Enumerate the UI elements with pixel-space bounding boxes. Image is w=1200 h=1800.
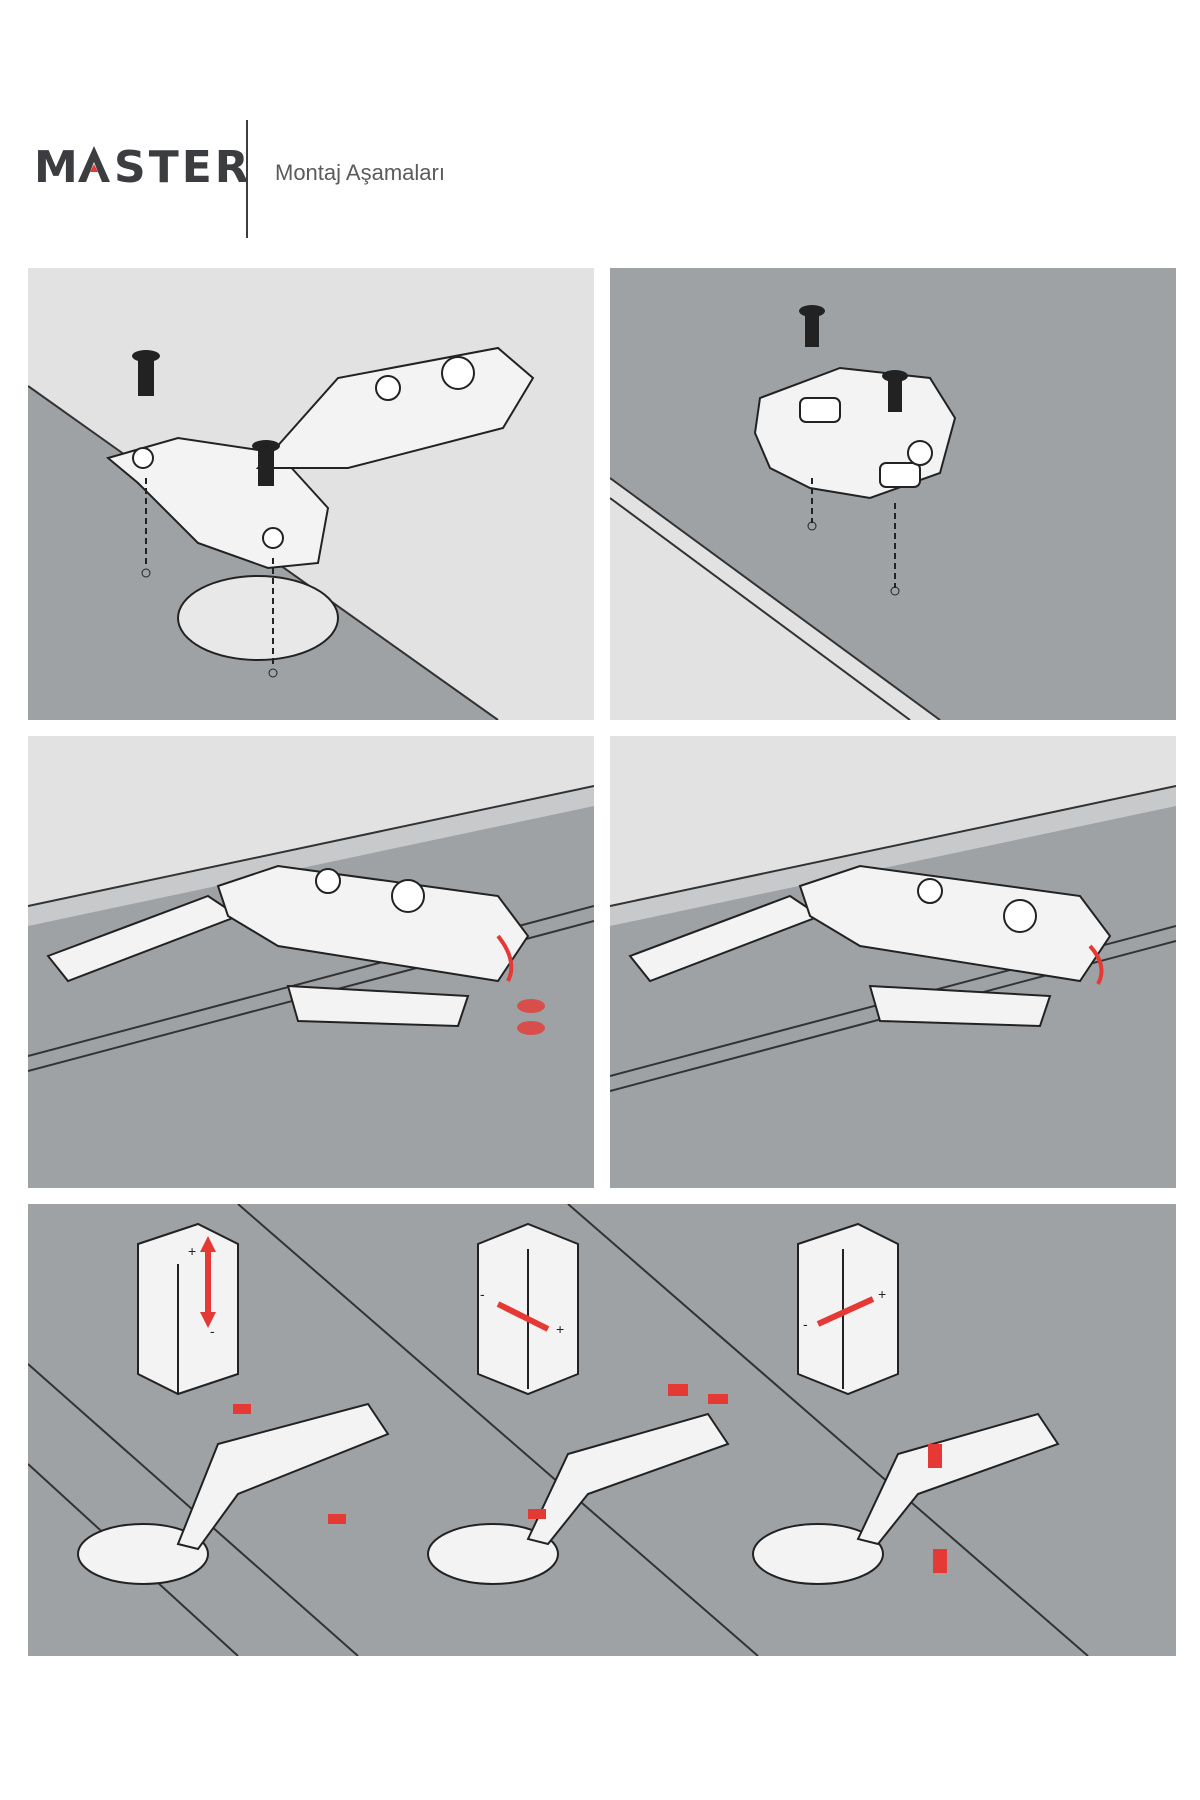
page-header: M STER Montaj Aşamaları bbox=[0, 0, 1200, 260]
screw-icon bbox=[799, 305, 825, 347]
svg-text:STER: STER bbox=[114, 142, 252, 188]
screw-icon bbox=[882, 370, 908, 412]
screw-icon bbox=[132, 350, 160, 396]
step-adjustments-panel: + - - + - + bbox=[28, 1204, 1176, 1656]
step-clip-on-panel bbox=[28, 736, 594, 1188]
clipped-illustration bbox=[610, 736, 1176, 1092]
svg-text:+: + bbox=[556, 1321, 564, 1337]
svg-text:-: - bbox=[480, 1286, 485, 1302]
header-divider bbox=[246, 120, 248, 238]
adjustment-depth: - + bbox=[752, 1222, 1060, 1585]
mounting-plate-illustration bbox=[610, 305, 957, 720]
step-mounting-plate-panel bbox=[610, 268, 1176, 720]
adjustment-vertical: + - bbox=[77, 1222, 390, 1585]
hinge-cup-illustration bbox=[28, 268, 594, 720]
svg-text:+: + bbox=[188, 1243, 196, 1259]
page-subtitle: Montaj Aşamaları bbox=[275, 160, 445, 185]
svg-text:+: + bbox=[878, 1286, 886, 1302]
adjustment-horizontal: - + bbox=[427, 1222, 730, 1585]
adjustments-illustration: + - - + - + bbox=[28, 1204, 1176, 1656]
svg-text:-: - bbox=[803, 1316, 808, 1332]
brand-logo: M STER bbox=[34, 142, 264, 196]
svg-text:M: M bbox=[34, 142, 81, 188]
screw-icon bbox=[252, 440, 280, 486]
clip-on-illustration bbox=[28, 736, 594, 1072]
step-hinge-cup-panel bbox=[28, 268, 594, 720]
master-logo: M STER bbox=[34, 142, 252, 193]
step-clipped-panel bbox=[610, 736, 1176, 1188]
svg-text:-: - bbox=[210, 1323, 215, 1339]
